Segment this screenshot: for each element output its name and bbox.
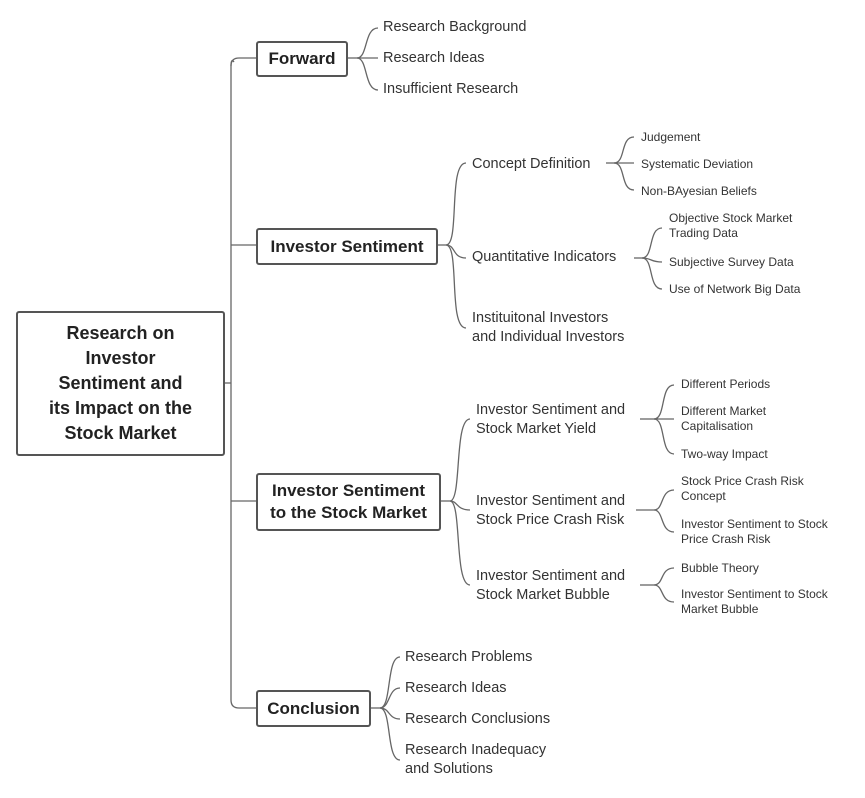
leaf-crash-risk-concept: Stock Price Crash Risk Concept	[681, 474, 804, 503]
leaf-network-big-data: Use of Network Big Data	[669, 282, 801, 296]
link-cd-child-3	[613, 162, 635, 191]
link-qi-child-1	[641, 227, 663, 259]
leaf-subjective-survey-data: Subjective Survey Data	[669, 255, 794, 269]
link-cd-child-1	[613, 136, 635, 164]
node-research-conclusions: Research Conclusions	[405, 711, 551, 727]
branch-conclusion: Conclusion	[256, 690, 371, 727]
branch-forward-label: Forward	[268, 49, 336, 68]
link-is-child-3	[445, 244, 467, 329]
branch-investor-sentiment: Investor Sentiment	[256, 228, 438, 265]
node-research-ideas: Research Ideas	[383, 50, 485, 66]
node-concept-definition: Concept Definition	[472, 156, 591, 172]
node-research-inadequacy: Research Inadequacy and Solutions	[405, 742, 547, 777]
branch-investor-sentiment-label: Investor Sentiment	[270, 236, 424, 256]
link-conclusion-child-2	[379, 687, 401, 709]
node-insufficient-research: Insufficient Research	[383, 81, 519, 97]
leaf-different-market-capitalisation: Different Market Capitalisation	[681, 404, 767, 433]
leaf-systematic-deviation: Systematic Deviation	[641, 157, 754, 171]
branch-stock-market-label: Investor Sentiment to the Stock Market	[270, 481, 427, 522]
link-conclusion-child-1	[379, 656, 401, 709]
node-research-problems: Research Problems	[405, 649, 533, 665]
link-conclusion-child-4	[379, 707, 401, 761]
leaf-sentiment-to-bubble: Investor Sentiment to Stock Market Bubbl…	[681, 587, 828, 616]
link-crash-child-2	[653, 509, 675, 533]
branch-conclusion-label: Conclusion	[267, 698, 360, 718]
link-forward-child-3	[356, 57, 379, 91]
root-node: Research on Investor Sentiment and its I…	[16, 311, 225, 456]
link-crash-child-1	[653, 489, 675, 511]
leaf-different-periods: Different Periods	[681, 377, 771, 391]
link-trunk-forward	[230, 57, 256, 67]
branch-forward: Forward	[256, 41, 348, 77]
leaf-objective-trading-data: Objective Stock Market Trading Data	[669, 211, 793, 240]
leaf-judgement: Judgement	[641, 130, 701, 144]
node-conclusion-research-ideas: Research Ideas	[405, 680, 507, 696]
node-research-background: Research Background	[383, 19, 527, 35]
leaf-two-way-impact: Two-way Impact	[681, 447, 768, 461]
node-sentiment-market-yield: Investor Sentiment and Stock Market Yiel…	[476, 402, 626, 437]
root-label: Research on Investor Sentiment and its I…	[48, 323, 192, 443]
node-sentiment-crash-risk: Investor Sentiment and Stock Price Crash…	[476, 493, 626, 528]
node-sentiment-market-bubble: Investor Sentiment and Stock Market Bubb…	[476, 568, 626, 603]
link-forward-child-1	[356, 27, 379, 59]
link-bubble-child-2	[653, 584, 675, 603]
link-yield-child-1	[653, 384, 675, 420]
leaf-sentiment-to-crash-risk: Investor Sentiment to Stock Price Crash …	[681, 517, 828, 546]
link-yield-child-3	[653, 418, 675, 455]
link-sm-child-1	[449, 418, 471, 502]
link-qi-child-3	[641, 257, 663, 290]
link-bubble-child-1	[653, 567, 675, 586]
leaf-non-bayesian-beliefs: Non-BAyesian Beliefs	[641, 184, 757, 198]
leaf-bubble-theory: Bubble Theory	[681, 561, 759, 575]
branch-investor-sentiment-to-stock-market: Investor Sentiment to the Stock Market	[256, 473, 441, 531]
node-institutional-individual-investors: Instituitonal Investors and Individual I…	[472, 310, 625, 345]
node-quantitative-indicators: Quantitative Indicators	[472, 249, 617, 265]
link-is-child-1	[445, 162, 467, 246]
link-sm-child-3	[449, 500, 471, 586]
link-trunk-vertical	[230, 60, 256, 709]
